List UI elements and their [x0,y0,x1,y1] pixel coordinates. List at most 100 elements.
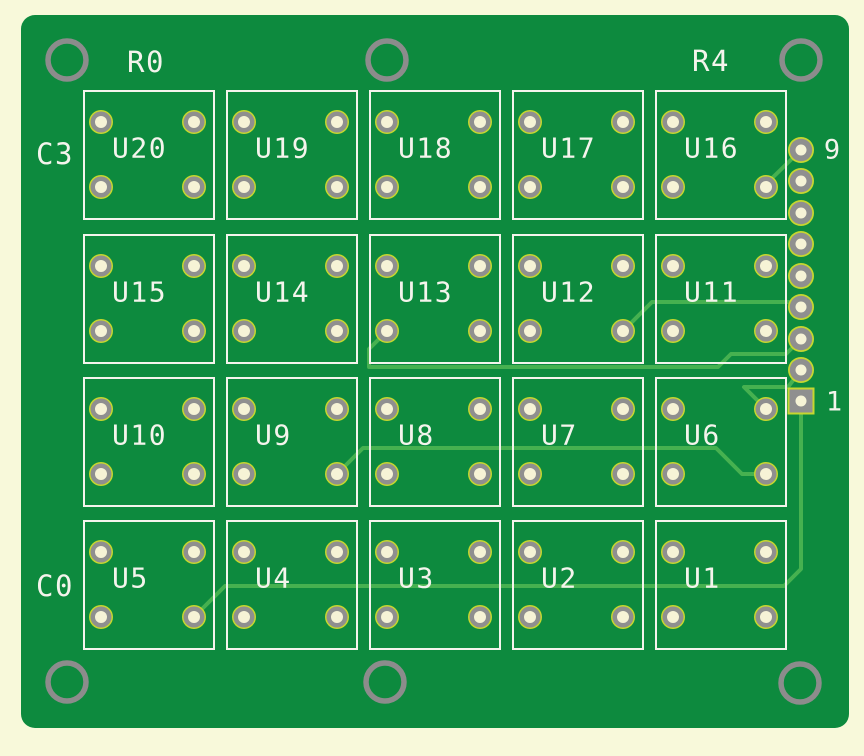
footprint-outline[interactable] [369,377,501,507]
pad-hole [760,403,772,415]
pad-hole [188,325,200,337]
footprint-outline[interactable] [369,90,501,220]
pad-hole [95,325,107,337]
pad-hole [474,116,486,128]
mounting-hole[interactable] [363,660,407,704]
pad-hole [331,546,343,558]
footprint-u20[interactable]: U20 [83,90,215,220]
footprint-u12[interactable]: U12 [512,234,644,364]
pad-hole [474,403,486,415]
footprint-outline[interactable] [369,234,501,364]
footprint-outline[interactable] [512,377,644,507]
footprint-outline[interactable] [655,377,787,507]
pad-hole [474,260,486,272]
pad-hole [381,546,393,558]
pin-hole [795,333,807,345]
refdes-label: U4 [255,562,292,595]
pin-hole [795,175,807,187]
footprint-outline[interactable] [512,90,644,220]
pad-hole [474,468,486,480]
header-pin[interactable] [788,326,814,352]
pad-hole [474,546,486,558]
pad-hole [238,181,250,193]
pad-hole [381,611,393,623]
mounting-hole[interactable] [779,38,823,82]
row-label-r0: R0 [127,45,165,79]
footprint-u6[interactable]: U6 [655,377,787,507]
pad-hole [760,181,772,193]
footprint-outline[interactable] [655,234,787,364]
footprint-u1[interactable]: U1 [655,520,787,650]
pad-hole [617,546,629,558]
footprint-u7[interactable]: U7 [512,377,644,507]
pad-hole [667,116,679,128]
pin-hole [795,364,807,376]
pad-hole [331,260,343,272]
footprint-outline[interactable] [655,520,787,650]
pad-hole [760,468,772,480]
pad-hole [617,325,629,337]
footprint-u17[interactable]: U17 [512,90,644,220]
footprint-u3[interactable]: U3 [369,520,501,650]
footprint-outline[interactable] [512,234,644,364]
footprint-u8[interactable]: U8 [369,377,501,507]
footprint-outline[interactable] [83,234,215,364]
static-labels: R0 R4 C3 C0 9 1 [36,44,842,603]
footprint-outline[interactable] [226,520,358,650]
footprint-u11[interactable]: U11 [655,234,787,364]
footprint-u15[interactable]: U15 [83,234,215,364]
header-pin[interactable] [788,294,814,320]
header-pin[interactable] [788,231,814,257]
footprint-u9[interactable]: U9 [226,377,358,507]
footprint-outline[interactable] [226,234,358,364]
footprint-u2[interactable]: U2 [512,520,644,650]
header-pin[interactable] [787,387,815,415]
pad-hole [238,260,250,272]
pad-hole [474,611,486,623]
row-label-r4: R4 [692,44,730,78]
footprint-outline[interactable] [83,377,215,507]
header-pin[interactable] [788,200,814,226]
pad-hole [95,116,107,128]
pin-hole [795,301,807,313]
footprint-outline[interactable] [369,520,501,650]
pad-hole [667,611,679,623]
pad-hole [95,611,107,623]
footprint-u10[interactable]: U10 [83,377,215,507]
mounting-hole[interactable] [778,661,822,705]
footprint-u13[interactable]: U13 [369,234,501,364]
footprint-outline[interactable] [655,90,787,220]
board-substrate [21,15,849,728]
footprint-outline[interactable] [83,520,215,650]
pad-hole [524,260,536,272]
pin-hole [795,207,807,219]
pad-hole [474,325,486,337]
mounting-hole[interactable] [45,660,89,704]
mounting-hole[interactable] [45,38,89,82]
copper-trace[interactable] [335,446,768,476]
pad-hole [238,403,250,415]
footprint-u14[interactable]: U14 [226,234,358,364]
footprint-u18[interactable]: U18 [369,90,501,220]
footprint-outline[interactable] [512,520,644,650]
refdes-label: U1 [684,562,721,595]
pad-hole [617,116,629,128]
pad-hole [667,260,679,272]
mounting-hole[interactable] [365,38,409,82]
footprint-outline[interactable] [83,90,215,220]
pad-hole [524,546,536,558]
header-pin[interactable] [788,263,814,289]
header-pin[interactable] [788,168,814,194]
footprint-u5[interactable]: U5 [83,520,215,650]
footprint-outline[interactable] [226,377,358,507]
pad-hole [95,260,107,272]
footprint-u4[interactable]: U4 [226,520,358,650]
header-pin[interactable] [788,357,814,383]
refdes-label: U6 [684,419,721,452]
footprint-u16[interactable]: U16 [655,90,787,220]
footprint-u19[interactable]: U19 [226,90,358,220]
header-pin[interactable] [788,137,814,163]
pad-hole [188,403,200,415]
footprint-outline[interactable] [226,90,358,220]
